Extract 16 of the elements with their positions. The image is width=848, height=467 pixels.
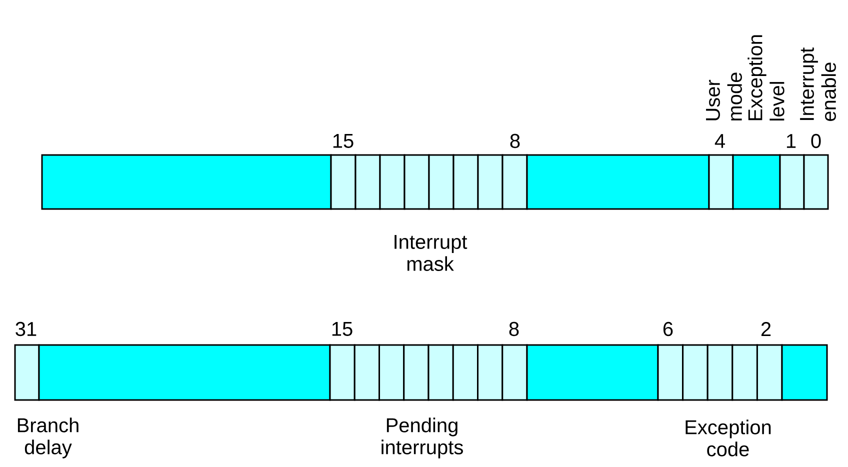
field-label: Exception code xyxy=(686,420,771,456)
bit-number: 6 xyxy=(663,322,673,336)
bit-number: 0 xyxy=(811,134,821,148)
bit-number: 31 xyxy=(16,322,36,336)
field-label: User mode xyxy=(706,72,742,120)
bit-number: 15 xyxy=(333,134,354,148)
bit-number: 8 xyxy=(509,322,519,336)
bit-number: 8 xyxy=(510,134,520,148)
field-label: Pending interrupts xyxy=(382,418,463,458)
field-label: Interrupt mask xyxy=(394,235,468,271)
bit-number: 2 xyxy=(761,322,771,336)
field-label: Branch delay xyxy=(18,418,78,458)
field-label: Exception level xyxy=(748,35,784,120)
bit-number: 1 xyxy=(786,134,796,148)
bit-number: 15 xyxy=(332,322,352,336)
bit-number: 4 xyxy=(714,134,725,148)
